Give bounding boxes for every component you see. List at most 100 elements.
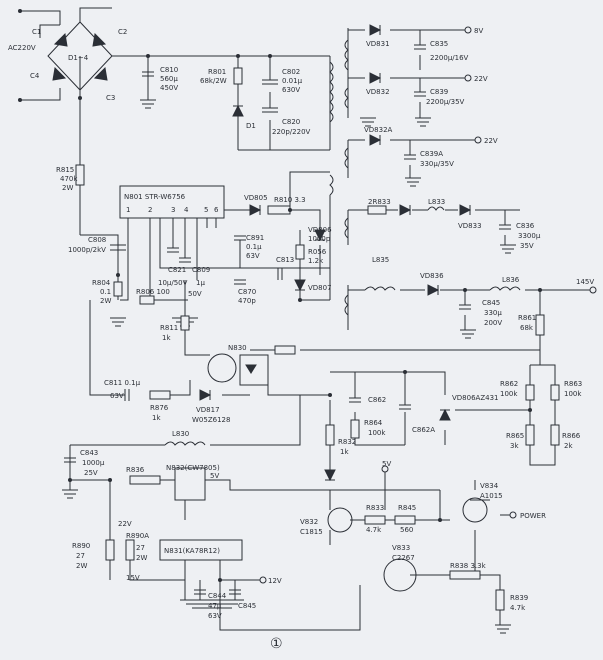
label-r864b: 100k xyxy=(368,429,386,437)
label-22v-c: 22V xyxy=(118,520,132,528)
label-r845b: 560 xyxy=(400,526,413,534)
label-r815b: 470k xyxy=(60,175,78,183)
label-vd831: VD831 xyxy=(366,40,390,48)
label-r811b: 1k xyxy=(162,334,171,342)
label-vd806b: 1000p xyxy=(308,235,331,243)
label-15v: 15V xyxy=(126,574,140,582)
figure-number: ① xyxy=(270,636,283,652)
label-v834a: V834 xyxy=(480,482,499,490)
diodes xyxy=(52,24,472,482)
label-r838: R838 3.3k xyxy=(450,562,487,570)
label-n830: N830 xyxy=(228,344,247,352)
label-c811x2: 63V xyxy=(110,392,124,400)
label-v833a: V833 xyxy=(392,544,410,552)
label-c891c: 63V xyxy=(246,252,260,260)
label-vd817b: W05Z6128 xyxy=(192,416,230,424)
label-c836b: 3300μ xyxy=(518,232,541,240)
ac-input-label: AC220V xyxy=(8,44,36,52)
label-l836: L836 xyxy=(502,276,520,284)
label-c843c: 25V xyxy=(84,469,98,477)
cap-c4-label: C4 xyxy=(30,72,40,80)
label-r876b: 1k xyxy=(152,414,161,422)
inductors xyxy=(164,39,521,446)
label-c844b: 47μ xyxy=(208,602,222,610)
label-c820b: 220p/220V xyxy=(272,128,311,136)
label-r815c: 2W xyxy=(62,184,73,192)
label-c843a: C843 xyxy=(80,449,98,457)
label-c870a: C870 xyxy=(238,288,256,296)
ic-pin-1: 1 xyxy=(126,206,130,214)
label-r804a: R804 xyxy=(92,279,111,287)
power-output-label: POWER xyxy=(520,512,546,520)
label-vd817a: VD817 xyxy=(196,406,220,414)
label-r801a: R801 xyxy=(208,68,226,76)
label-c809c: 50V xyxy=(188,290,202,298)
label-r839a: R839 xyxy=(510,594,528,602)
label-v834b: A1015 xyxy=(480,492,503,500)
label-c862: C862 xyxy=(368,396,386,404)
label-c843b: 1000μ xyxy=(82,459,105,467)
terminal-circles xyxy=(259,26,597,584)
label-c820a: C820 xyxy=(282,118,300,126)
label-r890xb: 27 xyxy=(136,544,145,552)
label-c835a: C835 xyxy=(430,40,448,48)
label-c862a: C862A xyxy=(412,426,435,434)
label-l830: L830 xyxy=(172,430,189,438)
label-r890xa: R890A xyxy=(126,532,149,540)
ic-power-label: N801 STR-W6756 xyxy=(124,193,186,201)
label-c844a: C844 xyxy=(208,592,227,600)
label-r832a: R832 xyxy=(338,438,356,446)
label-l833: L833 xyxy=(428,198,445,206)
label-v833b: C2267 xyxy=(392,554,415,562)
label-r862a: R862 xyxy=(500,380,518,388)
label-r865b: 3k xyxy=(510,442,519,450)
labels: AC220V D1~4 C1 C2 C3 C4 C810 560μ 450V R… xyxy=(8,27,594,652)
label-c811x1: C811 0.1μ xyxy=(104,379,141,387)
label-r862b: 100k xyxy=(500,390,518,398)
label-r804b: 0.1 xyxy=(100,288,111,296)
label-l835: L835 xyxy=(372,256,389,264)
label-c845: C845 xyxy=(238,602,256,610)
ic-pin-2: 2 xyxy=(148,206,152,214)
label-c891a: C891 xyxy=(246,234,264,242)
capacitors xyxy=(64,44,511,595)
label-145v: 145V xyxy=(576,278,594,286)
cap-c2-label: C2 xyxy=(118,28,127,36)
label-22v-a: 22V xyxy=(474,75,488,83)
label-r866b: 2k xyxy=(564,442,573,450)
label-c821b: 10μ/50V xyxy=(158,279,188,287)
label-c835b: 2200μ/16V xyxy=(430,54,469,62)
junction-dots xyxy=(18,9,542,582)
ic-pin-3: 3 xyxy=(171,206,175,214)
label-v832b: C1815 xyxy=(300,528,323,536)
label-cs10c: 450V xyxy=(160,84,178,92)
cap-c1-label: C1 xyxy=(32,28,41,36)
label-r836: R836 xyxy=(126,466,145,474)
label-c808a: C808 xyxy=(88,236,106,244)
label-r876a: R876 xyxy=(150,404,169,412)
label-r811a: R811 xyxy=(160,324,178,332)
label-r845a: R845 xyxy=(398,504,416,512)
label-r861b: 68k xyxy=(520,324,534,332)
label-c802b: 0.01μ xyxy=(282,77,303,85)
label-vd806a: VD806 xyxy=(308,226,332,234)
label-c821a: C821 xyxy=(168,266,186,274)
label-d1: D1 xyxy=(246,122,256,130)
label-c845rb: 330μ xyxy=(484,309,502,317)
ic-reg5-label: N832(CW7805) xyxy=(166,464,220,472)
label-c836a: C836 xyxy=(516,222,535,230)
ic-boxes xyxy=(119,185,243,561)
label-c845ra: C845 xyxy=(482,299,500,307)
label-r864a: R864 xyxy=(364,419,383,427)
label-12v: 12V xyxy=(268,577,282,585)
label-c808b: 1000p/2kV xyxy=(68,246,106,254)
label-cs10b: 560μ xyxy=(160,75,178,83)
ic-pin-5: 5 xyxy=(204,206,208,214)
label-r863b: 100k xyxy=(564,390,582,398)
label-c809a: C809 xyxy=(192,266,210,274)
ic-reg5-out: 5V xyxy=(210,472,219,480)
label-r890xc: 2W xyxy=(136,554,147,562)
label-r810: R810 3.3 xyxy=(274,196,306,204)
label-r861a: R861 xyxy=(518,314,536,322)
